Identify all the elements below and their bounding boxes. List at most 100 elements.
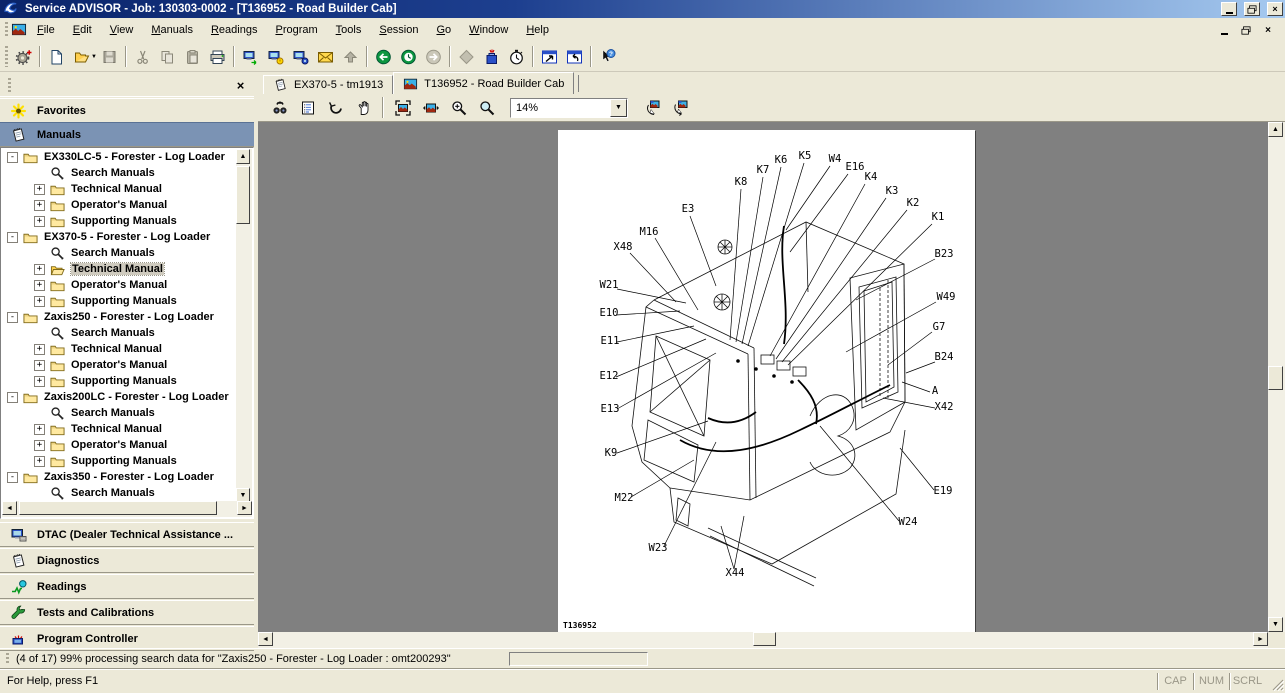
tree-item[interactable]: Search Manuals xyxy=(3,405,236,421)
restore-button[interactable] xyxy=(1244,2,1260,16)
sidebar-splitter[interactable] xyxy=(254,72,258,648)
collapse-box-icon[interactable]: - xyxy=(7,151,18,163)
document-vertical-scrollbar[interactable]: ▲ ▼ xyxy=(1268,122,1285,632)
sidebar-section-tests[interactable]: Tests and Calibrations xyxy=(0,600,254,625)
sidebar-section-favorites[interactable]: Favorites xyxy=(0,98,254,123)
graphic-export-button[interactable] xyxy=(639,96,664,120)
tree-item[interactable]: -EX370-5 - Forester - Log Loader xyxy=(3,229,236,245)
tree-item[interactable]: Search Manuals xyxy=(3,165,236,181)
expand-box-icon[interactable]: + xyxy=(34,343,45,355)
tree-item[interactable]: +Operator's Manual xyxy=(3,437,236,453)
menu-item-go[interactable]: Go xyxy=(436,24,452,36)
menubar-grip-handle[interactable] xyxy=(5,22,8,38)
tree-scroll-thumb[interactable] xyxy=(236,166,250,224)
menu-item-edit[interactable]: Edit xyxy=(72,24,92,36)
collapse-box-icon[interactable]: - xyxy=(7,231,18,243)
doc-hscroll-thumb[interactable] xyxy=(753,632,776,646)
tree-hscroll-thumb[interactable] xyxy=(19,501,217,515)
menu-item-file[interactable]: File xyxy=(37,24,55,36)
tree-horizontal-scrollbar[interactable]: ◄ ► xyxy=(2,501,252,517)
toolbar-grip-handle[interactable] xyxy=(5,46,8,67)
document-tab-2[interactable]: T136952 - Road Builder Cab xyxy=(393,72,575,94)
pan-button[interactable] xyxy=(351,96,376,120)
tree-scroll-up-icon[interactable]: ▲ xyxy=(236,149,250,164)
open-folder-dropdown-icon[interactable]: ▼ xyxy=(91,53,97,60)
expand-box-icon[interactable]: + xyxy=(34,215,45,227)
menu-item-session[interactable]: Session xyxy=(379,24,419,36)
menu-item-help[interactable]: Help xyxy=(526,24,549,36)
document-horizontal-scrollbar[interactable]: ◄ ► xyxy=(258,632,1268,648)
tree-scroll-right-icon[interactable]: ► xyxy=(237,501,252,515)
tree-item[interactable]: +Operator's Manual xyxy=(3,357,236,373)
tree-item[interactable]: Search Manuals xyxy=(3,485,236,501)
sidebar-grip-handle[interactable] xyxy=(8,78,11,92)
index-button[interactable] xyxy=(295,96,320,120)
menu-item-readings[interactable]: Readings xyxy=(210,24,258,36)
tree-item[interactable]: +Technical Manual xyxy=(3,421,236,437)
tree-item[interactable]: -Zaxis200LC - Forester - Log Loader xyxy=(3,389,236,405)
tree-item[interactable]: +Supporting Manuals xyxy=(3,373,236,389)
resize-grip[interactable] xyxy=(1269,676,1285,692)
tree-item[interactable]: -EX330LC-5 - Forester - Log Loader xyxy=(3,149,236,165)
mdi-close-button[interactable]: × xyxy=(1265,24,1271,36)
expand-box-icon[interactable]: + xyxy=(34,455,45,467)
collapse-box-icon[interactable]: - xyxy=(7,391,18,403)
tree-item[interactable]: +Operator's Manual xyxy=(3,197,236,213)
expand-box-icon[interactable]: + xyxy=(34,423,45,435)
expand-box-icon[interactable]: + xyxy=(34,263,45,275)
tree-item[interactable]: +Supporting Manuals xyxy=(3,213,236,229)
sidebar-section-manuals[interactable]: Manuals xyxy=(0,122,254,147)
close-button[interactable]: × xyxy=(1267,2,1283,16)
sidebar-section-readings[interactable]: Readings xyxy=(0,574,254,599)
expand-box-icon[interactable]: + xyxy=(34,439,45,451)
doc-scroll-up-icon[interactable]: ▲ xyxy=(1268,122,1283,137)
zoom-dropdown-icon[interactable]: ▼ xyxy=(610,98,627,117)
pc-search-button[interactable] xyxy=(288,45,313,69)
expand-box-icon[interactable]: + xyxy=(34,359,45,371)
tree-item[interactable]: +Supporting Manuals xyxy=(3,453,236,469)
history-button[interactable] xyxy=(396,45,421,69)
doc-scroll-thumb[interactable] xyxy=(1268,366,1283,390)
expand-box-icon[interactable]: + xyxy=(34,295,45,307)
tree-item[interactable]: Search Manuals xyxy=(3,325,236,341)
tree-item[interactable]: Search Manuals xyxy=(3,245,236,261)
tree-item[interactable]: +Supporting Manuals xyxy=(3,293,236,309)
document-tab-1[interactable]: EX370-5 - tm1913 xyxy=(263,75,394,94)
ink-bottle-button[interactable] xyxy=(479,45,504,69)
menu-item-window[interactable]: Window xyxy=(469,24,509,36)
tree-item[interactable]: -Zaxis350 - Forester - Log Loader xyxy=(3,469,236,485)
mdi-minimize-button[interactable] xyxy=(1217,24,1231,37)
sidebar-section-diagnostics[interactable]: Diagnostics xyxy=(0,548,254,573)
tree-item[interactable]: -Zaxis250 - Forester - Log Loader xyxy=(3,309,236,325)
win-undo-button[interactable] xyxy=(562,45,587,69)
menu-item-view[interactable]: View xyxy=(109,24,134,36)
tree-item[interactable]: +Technical Manual xyxy=(3,341,236,357)
tree-vertical-scrollbar[interactable]: ▲ ▼ xyxy=(236,149,252,503)
new-doc-button[interactable] xyxy=(44,45,69,69)
stopwatch-button[interactable] xyxy=(504,45,529,69)
sidebar-section-dtac[interactable]: DTAC (Dealer Technical Assistance ... xyxy=(0,522,254,547)
doc-scroll-down-icon[interactable]: ▼ xyxy=(1268,617,1283,632)
tree-item[interactable]: +Technical Manual xyxy=(3,181,236,197)
pc-send-button[interactable] xyxy=(238,45,263,69)
menu-item-program[interactable]: Program xyxy=(275,24,318,36)
doc-scroll-right-icon[interactable]: ► xyxy=(1253,632,1268,646)
fit-width-button[interactable] xyxy=(418,96,443,120)
menu-item-tools[interactable]: Tools xyxy=(335,24,362,36)
minimize-button[interactable] xyxy=(1221,2,1237,16)
context-help-button[interactable]: ? xyxy=(595,45,620,69)
open-folder-button[interactable] xyxy=(69,45,94,69)
refresh-button[interactable] xyxy=(323,96,348,120)
expand-box-icon[interactable]: + xyxy=(34,375,45,387)
statusbar-grip-handle[interactable] xyxy=(6,653,9,664)
pc-alert-button[interactable] xyxy=(263,45,288,69)
graphic-rotate-button[interactable] xyxy=(667,96,692,120)
mail-button[interactable] xyxy=(313,45,338,69)
print-button[interactable] xyxy=(205,45,230,69)
expand-box-icon[interactable]: + xyxy=(34,279,45,291)
collapse-box-icon[interactable]: - xyxy=(7,471,18,483)
gear-add-button[interactable] xyxy=(11,45,36,69)
doc-scroll-left-icon[interactable]: ◄ xyxy=(258,632,273,646)
zoom-level-combobox[interactable]: 14%▼ xyxy=(510,97,628,118)
win-max-button[interactable] xyxy=(537,45,562,69)
